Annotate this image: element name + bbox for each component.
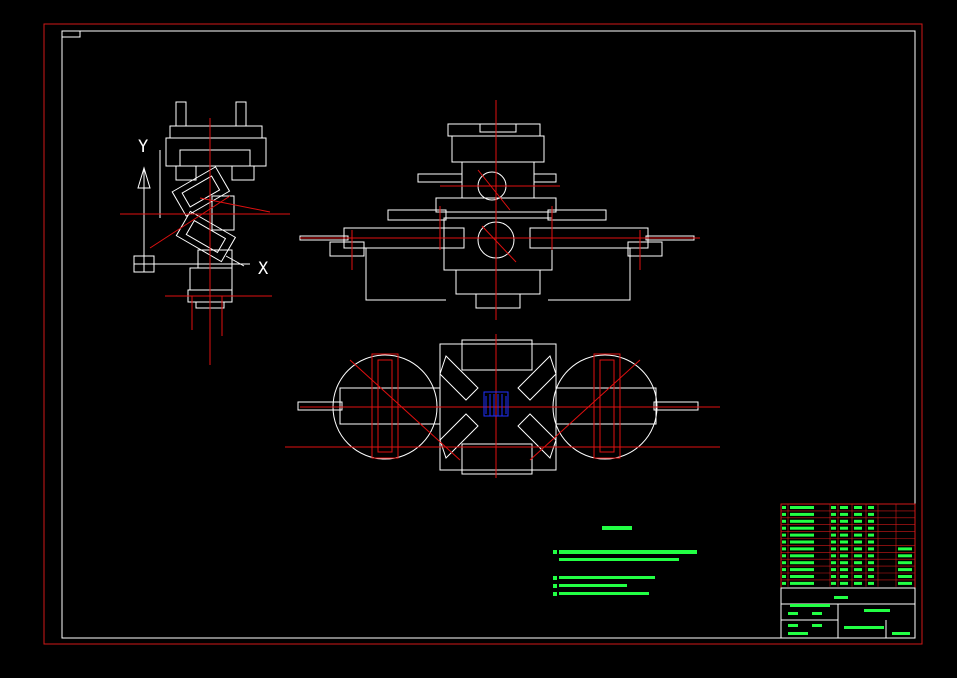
parts-cell-mark	[790, 568, 814, 572]
parts-cell-mark	[868, 561, 874, 565]
parts-cell-mark	[854, 547, 862, 551]
parts-cell-mark	[831, 554, 836, 558]
parts-cell-mark	[782, 512, 786, 516]
parts-cell-mark	[854, 526, 862, 530]
parts-cell-mark	[782, 540, 786, 544]
parts-cell-mark	[898, 568, 912, 572]
parts-cell-mark	[868, 506, 874, 509]
parts-cell-mark	[790, 561, 814, 565]
parts-cell-mark	[868, 568, 874, 572]
parts-cell-mark	[854, 519, 862, 523]
parts-cell-mark	[831, 581, 836, 585]
parts-cell-mark	[868, 519, 874, 523]
parts-cell-mark	[854, 575, 862, 578]
parts-cell-mark	[868, 575, 874, 578]
parts-cell-mark	[782, 519, 786, 523]
parts-cell-mark	[854, 512, 862, 516]
parts-cell-mark	[868, 533, 874, 537]
parts-cell-mark	[840, 533, 848, 537]
parts-cell-mark	[790, 540, 814, 544]
parts-cell-mark	[831, 506, 836, 509]
parts-cell-mark	[854, 506, 862, 509]
parts-cell-mark	[790, 554, 814, 558]
parts-cell-mark	[782, 526, 786, 530]
parts-cell-mark	[831, 575, 836, 578]
top-view-rollers	[285, 334, 720, 478]
parts-cell-mark	[868, 554, 874, 558]
parts-cell-mark	[840, 512, 848, 516]
side-view	[133, 101, 267, 309]
parts-cell-mark	[840, 540, 848, 544]
parts-cell-mark	[868, 526, 874, 530]
parts-cell-mark	[790, 506, 814, 509]
parts-cell-mark	[782, 581, 786, 585]
parts-cell-mark	[831, 512, 836, 516]
parts-cell-mark	[840, 561, 848, 565]
parts-cell-mark	[782, 554, 786, 558]
parts-cell-mark	[868, 512, 874, 516]
parts-cell-mark	[854, 561, 862, 565]
parts-cell-mark	[868, 547, 874, 551]
parts-cell-mark	[782, 568, 786, 572]
front-view-centerlines	[300, 100, 700, 320]
parts-cell-mark	[782, 506, 786, 509]
parts-cell-mark	[831, 547, 836, 551]
parts-cell-mark	[854, 568, 862, 572]
parts-cell-mark	[868, 540, 874, 544]
front-view	[299, 123, 695, 309]
side-view-centerlines	[120, 118, 290, 365]
parts-cell-mark	[840, 519, 848, 523]
parts-cell-mark	[831, 568, 836, 572]
parts-cell-mark	[898, 554, 912, 558]
title-block	[780, 587, 916, 639]
parts-cell-mark	[868, 581, 874, 585]
parts-cell-mark	[898, 581, 912, 585]
parts-cell-mark	[840, 547, 848, 551]
parts-cell-mark	[782, 547, 786, 551]
parts-cell-mark	[782, 575, 786, 578]
parts-cell-mark	[898, 561, 912, 565]
parts-cell-mark	[790, 581, 814, 585]
parts-cell-mark	[840, 554, 848, 558]
inner-frame	[61, 30, 916, 639]
parts-cell-mark	[854, 533, 862, 537]
parts-cell-mark	[790, 519, 814, 523]
parts-cell-mark	[782, 533, 786, 537]
parts-cell-mark	[790, 512, 814, 516]
parts-cell-mark	[790, 533, 814, 537]
parts-cell-mark	[898, 575, 912, 578]
parts-cell-mark	[831, 561, 836, 565]
parts-cell-mark	[831, 519, 836, 523]
parts-cell-mark	[840, 575, 848, 578]
parts-cell-mark	[840, 526, 848, 530]
parts-cell-mark	[854, 581, 862, 585]
parts-cell-mark	[831, 540, 836, 544]
technical-requirements	[553, 526, 697, 596]
parts-cell-mark	[790, 547, 814, 551]
parts-list	[780, 503, 916, 589]
parts-cell-mark	[831, 526, 836, 530]
parts-cell-mark	[790, 526, 814, 530]
parts-cell-mark	[854, 540, 862, 544]
parts-cell-mark	[831, 533, 836, 537]
outer-frame	[43, 23, 923, 645]
corner-tag	[61, 30, 81, 38]
axis-y-label: Y	[138, 137, 148, 157]
parts-cell-mark	[840, 568, 848, 572]
axis-x-label: X	[258, 259, 269, 279]
parts-cell-mark	[790, 575, 814, 578]
parts-cell-mark	[840, 506, 848, 509]
parts-cell-mark	[782, 561, 786, 565]
center-blue-detail	[483, 391, 509, 417]
parts-cell-mark	[898, 547, 912, 551]
parts-cell-mark	[840, 581, 848, 585]
parts-cell-mark	[854, 554, 862, 558]
